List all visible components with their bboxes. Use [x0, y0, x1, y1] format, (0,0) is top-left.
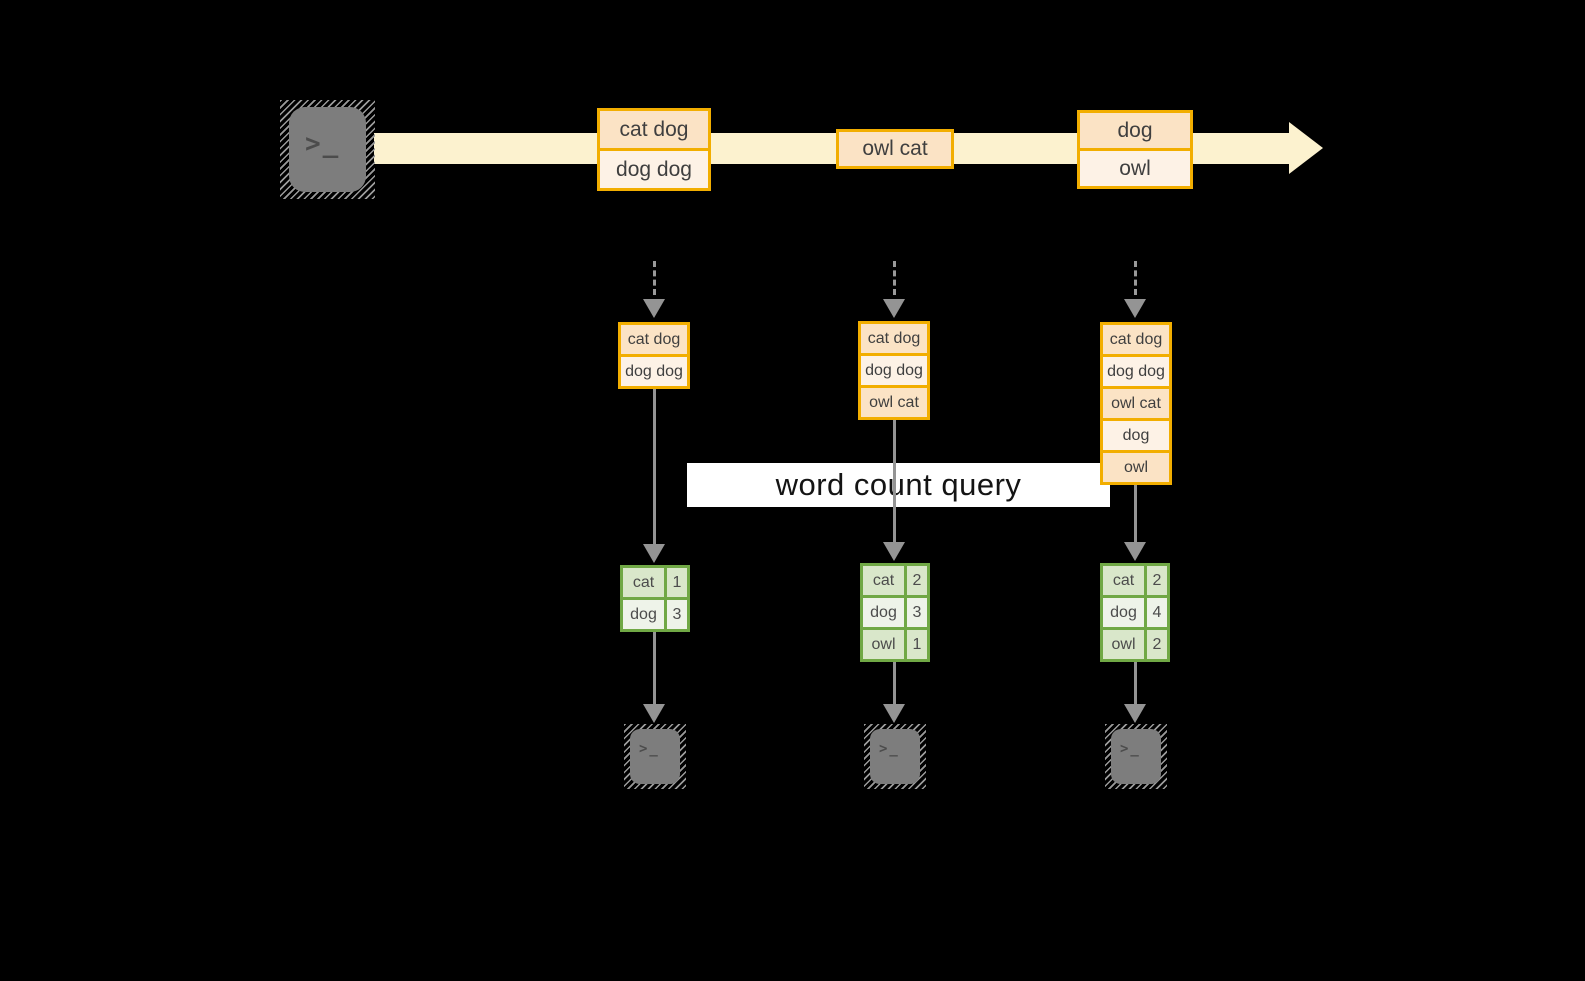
terminal-screen: >_: [630, 729, 680, 784]
count-word: dog: [1110, 603, 1137, 621]
output-arrowhead-icon: [1124, 704, 1146, 723]
count-word: cat: [1112, 571, 1135, 589]
count-value: 3: [664, 600, 687, 629]
stream-event-box-3: dog owl: [1077, 110, 1193, 189]
count-row: owl 2: [1103, 627, 1167, 659]
query-arrowhead-icon: [883, 542, 905, 561]
state-record: dog dog: [861, 353, 927, 385]
dashed-arrowhead-icon: [643, 299, 665, 318]
query-label-box: word count query: [687, 463, 1110, 507]
terminal-sink-icon: >_: [864, 724, 926, 789]
terminal-prompt-icon: >_: [639, 741, 660, 757]
terminal-source-icon: >_: [280, 100, 375, 199]
stream-event-record: owl: [1080, 148, 1190, 186]
terminal-prompt-icon: >_: [305, 129, 341, 159]
count-table-2: cat 2 dog 3 owl 1: [860, 563, 930, 662]
query-label: word count query: [775, 467, 1022, 502]
output-arrow-line: [893, 662, 896, 705]
query-arrowhead-icon: [643, 544, 665, 563]
stream-timeline-arrowhead-icon: [1289, 122, 1323, 174]
terminal-sink-icon: >_: [624, 724, 686, 789]
count-word: owl: [1111, 635, 1136, 653]
query-arrowhead-icon: [1124, 542, 1146, 561]
state-stack-2: cat dog dog dog owl cat: [858, 321, 930, 420]
count-value: 2: [1144, 630, 1167, 659]
stream-event-box-1: cat dog dog dog: [597, 108, 711, 191]
count-table-3: cat 2 dog 4 owl 2: [1100, 563, 1170, 662]
terminal-screen: >_: [1111, 729, 1161, 784]
count-word: dog: [630, 605, 657, 623]
query-arrow-line: [653, 389, 656, 545]
count-row: cat 2: [1103, 566, 1167, 595]
count-row: cat 1: [623, 568, 687, 597]
state-record: dog: [1103, 418, 1169, 450]
stream-event-record: cat dog: [600, 111, 708, 148]
count-value: 1: [904, 630, 927, 659]
dashed-arrow-line: [653, 261, 656, 295]
terminal-screen: >_: [870, 729, 920, 784]
output-arrow-line: [1134, 662, 1137, 705]
count-row: dog 3: [863, 595, 927, 627]
state-record: cat dog: [1103, 325, 1169, 354]
count-word: dog: [870, 603, 897, 621]
output-arrow-line: [653, 632, 656, 705]
count-value: 2: [904, 566, 927, 595]
state-record: owl: [1103, 450, 1169, 482]
terminal-screen: >_: [289, 107, 366, 192]
state-stack-1: cat dog dog dog: [618, 322, 690, 389]
state-stack-3: cat dog dog dog owl cat dog owl: [1100, 322, 1172, 485]
output-arrowhead-icon: [643, 704, 665, 723]
stream-event-record: dog: [1080, 113, 1190, 148]
count-value: 4: [1144, 598, 1167, 627]
count-row: dog 4: [1103, 595, 1167, 627]
state-record: dog dog: [621, 354, 687, 386]
count-value: 2: [1144, 566, 1167, 595]
count-table-1: cat 1 dog 3: [620, 565, 690, 632]
state-record: owl cat: [861, 385, 927, 417]
dashed-arrow-line: [1134, 261, 1137, 295]
output-arrowhead-icon: [883, 704, 905, 723]
state-record: dog dog: [1103, 354, 1169, 386]
stream-event-record: owl cat: [839, 132, 951, 166]
count-word: cat: [872, 571, 895, 589]
dashed-arrowhead-icon: [1124, 299, 1146, 318]
terminal-sink-icon: >_: [1105, 724, 1167, 789]
state-record: cat dog: [861, 324, 927, 353]
count-row: cat 2: [863, 566, 927, 595]
count-row: dog 3: [623, 597, 687, 629]
count-value: 1: [664, 568, 687, 597]
dashed-arrow-line: [893, 261, 896, 295]
count-word: cat: [632, 573, 655, 591]
dashed-arrowhead-icon: [883, 299, 905, 318]
state-record: cat dog: [621, 325, 687, 354]
terminal-prompt-icon: >_: [1120, 741, 1141, 757]
query-arrow-line: [1134, 485, 1137, 544]
count-row: owl 1: [863, 627, 927, 659]
query-arrow-line: [893, 420, 896, 544]
stream-event-box-2: owl cat: [836, 129, 954, 169]
count-value: 3: [904, 598, 927, 627]
stream-event-record: dog dog: [600, 148, 708, 188]
state-record: owl cat: [1103, 386, 1169, 418]
count-word: owl: [871, 635, 896, 653]
terminal-prompt-icon: >_: [879, 741, 900, 757]
